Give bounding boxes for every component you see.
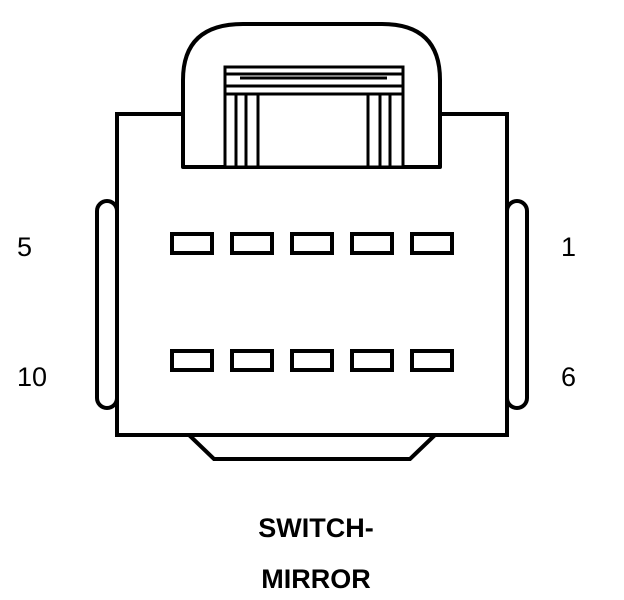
pin-cavity [290,232,334,255]
pin-cavity [350,232,394,255]
pin-cavity [170,349,214,372]
pin-label-bottom-left: 10 [17,362,47,392]
pin-cavity [410,232,454,255]
caption-line-2: MIRROR [261,564,371,594]
pin-label-top-left: 5 [17,232,32,262]
pin-cavity [230,349,274,372]
pin-label-top-right: 1 [561,232,576,262]
connector-bottom-tab [186,432,438,461]
connector-latch [181,22,442,169]
pin-cavity [350,349,394,372]
pin-cavity [290,349,334,372]
caption-line-1: SWITCH- [258,513,373,543]
pin-cavity [230,232,274,255]
connector-right-rail [505,199,529,410]
pin-label-bottom-right: 6 [561,362,576,392]
pin-cavities [170,232,454,372]
pin-cavity [170,232,214,255]
latch-window [256,92,370,169]
pin-cavity [410,349,454,372]
connector-left-rail [95,199,119,410]
